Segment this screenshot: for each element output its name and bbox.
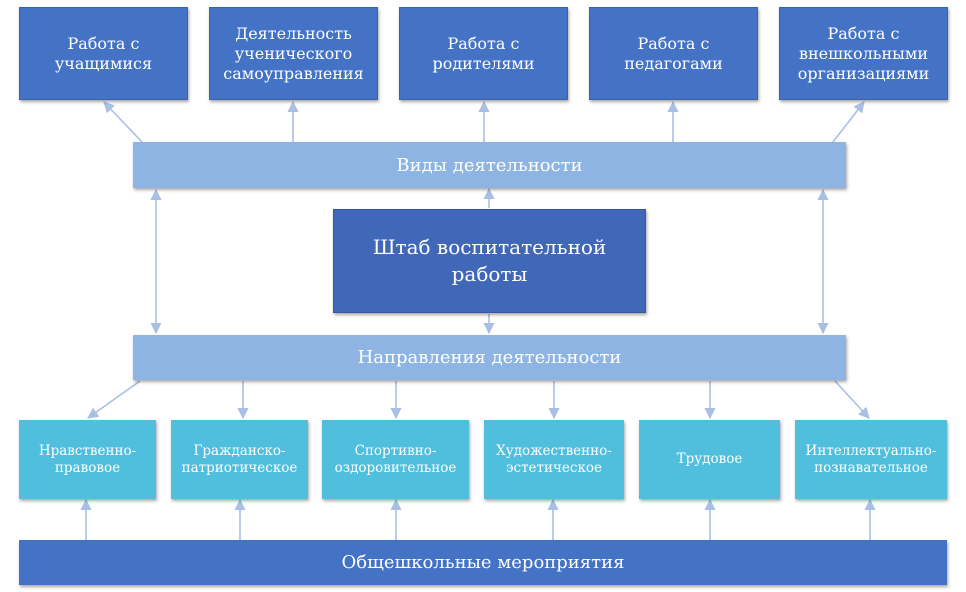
- activities-bar: Виды деятельности: [133, 142, 846, 188]
- education-headquarters-box: Штаб воспитательной работы: [333, 209, 646, 313]
- box-work-with-external-orgs: Работа с внешкольными организациями: [779, 7, 948, 100]
- box-work-with-teachers: Работа с педагогами: [589, 7, 758, 100]
- directions-bar: Направления деятельности: [133, 335, 846, 380]
- direction-art-aesthetic: Художественно- эстетическое: [484, 420, 624, 499]
- direction-civic-patriotic: Гражданско- патриотическое: [171, 420, 308, 499]
- box-work-with-parents: Работа с родителями: [399, 7, 568, 100]
- box-student-self-government: Деятельность ученического самоуправления: [209, 7, 378, 100]
- direction-sport-health: Спортивно- оздоровительное: [322, 420, 469, 499]
- direction-intellectual-cognitive: Интеллектуально- познавательное: [795, 420, 947, 499]
- arrow-to-external-orgs: [832, 101, 865, 143]
- arrow-to-students: [103, 101, 143, 143]
- direction-labor: Трудовое: [639, 420, 780, 499]
- direction-moral-legal: Нравственно- правовое: [19, 420, 156, 499]
- arrow-to-moral: [87, 380, 141, 419]
- arrow-to-intellectual: [834, 380, 870, 419]
- school-wide-events-bar: Общешкольные мероприятия: [19, 540, 947, 585]
- box-work-with-students: Работа с учащимися: [19, 7, 188, 100]
